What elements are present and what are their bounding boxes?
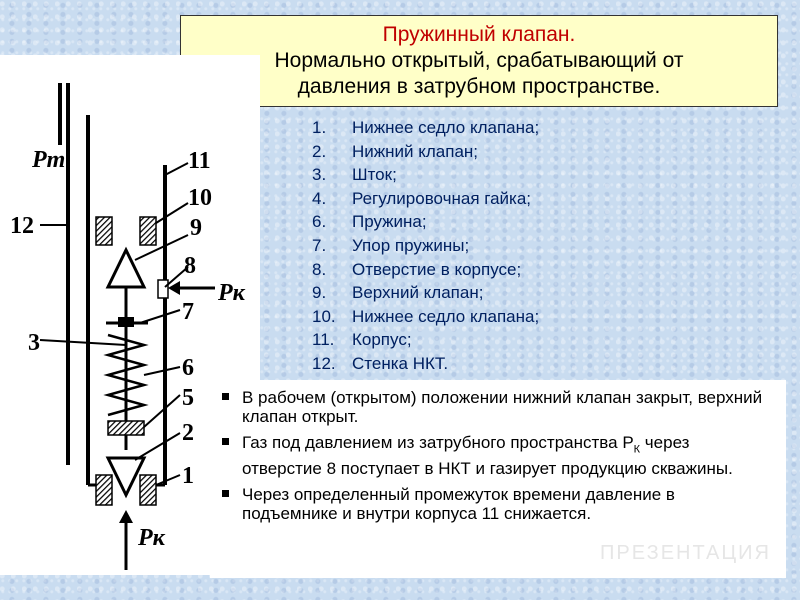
- list-item: 3.Шток;: [312, 165, 397, 185]
- label-9: 9: [190, 215, 202, 241]
- label-2: 2: [182, 420, 194, 446]
- label-6: 6: [182, 355, 194, 381]
- valve-diagram: Pт 12 3 11 10 9 8 Pк 7 6 5 2 1 Pк: [0, 55, 260, 575]
- label-11: 11: [188, 148, 211, 174]
- list-item: 11.Корпус;: [312, 330, 412, 350]
- info-box: В рабочем (открытом) положении нижний кл…: [210, 380, 786, 578]
- pressure-arrow-bottom: [119, 510, 133, 570]
- list-item: 9.Верхний клапан;: [312, 283, 484, 303]
- tubing-wall: [58, 83, 70, 465]
- spring: [103, 333, 149, 417]
- list-item: 10.Нижнее седло клапана;: [312, 306, 540, 326]
- label-7: 7: [182, 299, 194, 325]
- label-1: 1: [182, 463, 194, 489]
- list-item: 7.Упор пружины;: [312, 235, 470, 255]
- list-item: 6.Пружина;: [312, 212, 427, 232]
- title-line-1: Пружинный клапан.: [382, 23, 576, 46]
- title-line-2: Нормально открытый, срабатывающий от: [274, 49, 684, 72]
- label-12: 12: [10, 213, 34, 239]
- label-pk-bottom: Pк: [137, 525, 166, 551]
- upper-seat-left: [95, 216, 113, 246]
- list-item: 2.Нижний клапан;: [312, 141, 479, 161]
- label-pt: Pт: [31, 147, 65, 173]
- list-item: 8.Отверстие в корпусе;: [312, 259, 522, 279]
- leader-lines: [39, 162, 189, 486]
- title-box: Пружинный клапан. Нормально открытый, ср…: [180, 15, 778, 107]
- label-8: 8: [184, 253, 196, 279]
- upper-seat-right: [139, 216, 157, 246]
- label-5: 5: [182, 385, 194, 411]
- lower-valve: [105, 456, 147, 499]
- info-bullet-1: В рабочем (открытом) положении нижний кл…: [222, 388, 766, 426]
- adjusting-nut: [107, 420, 145, 436]
- list-item: 12.Стенка НКТ.: [312, 353, 449, 373]
- lower-seat-left: [95, 474, 113, 506]
- lower-seat-right: [139, 474, 157, 506]
- label-3: 3: [28, 330, 40, 356]
- title-line-3: давления в затрубном пространстве.: [297, 75, 661, 98]
- upper-valve: [105, 246, 147, 289]
- watermark: ПРЕЗЕНТАЦИЯ: [600, 542, 771, 564]
- info-bullet-3: Через определенный промежуток времени да…: [222, 485, 766, 523]
- pressure-arrow-right: [168, 281, 215, 295]
- housing-opening: [157, 279, 169, 299]
- label-10: 10: [188, 185, 212, 211]
- list-item: 4.Регулировочная гайка;: [312, 188, 532, 208]
- parts-list: 1.Нижнее седло клапана; 2.Нижний клапан;…: [312, 116, 539, 376]
- info-bullet-2: Газ под давлением из затрубного простран…: [222, 433, 766, 478]
- spring-stop-block: [118, 317, 134, 327]
- label-pk-right: Pк: [217, 280, 246, 306]
- list-item: 1.Нижнее седло клапана;: [312, 118, 540, 137]
- valve-diagram-svg: Pт 12 3 11 10 9 8 Pк 7 6 5 2 1 Pк: [10, 83, 246, 570]
